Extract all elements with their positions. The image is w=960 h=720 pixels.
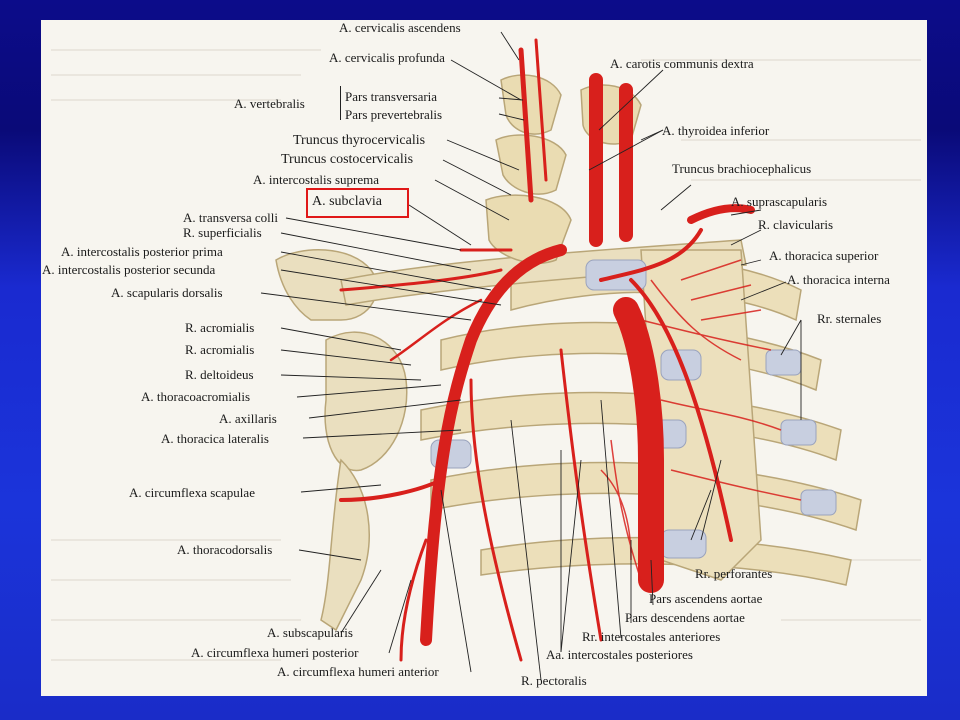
label-r-acromialis-1: R. acromialis	[185, 320, 255, 335]
label-thoracoacromialis: A. thoracoacromialis	[141, 389, 251, 404]
leader-lines	[260, 31, 802, 681]
label-thoracica-interna: A. thoracica interna	[787, 272, 890, 287]
label-cervicalis-ascendens: A. cervicalis ascendens	[339, 20, 461, 35]
label-pars-transversaria: Pars transversaria	[345, 89, 438, 104]
arteries	[339, 38, 755, 662]
small-arteries	[600, 259, 802, 581]
label-circumflexa-humeri-posterior: A. circumflexa humeri posterior	[191, 645, 359, 660]
label-vertebralis: A. vertebralis	[234, 96, 305, 111]
label-r-acromialis-2: R. acromialis	[185, 342, 255, 357]
label-aa-intercostales-posteriores: Aa. intercostales posteriores	[546, 647, 693, 662]
label-thoracodorsalis: A. thoracodorsalis	[177, 542, 273, 557]
subclavia-vessel	[420, 244, 567, 646]
label-intercostalis-posterior-secunda: A. intercostalis posterior secunda	[42, 262, 216, 277]
label-subscapularis: A. subscapularis	[267, 625, 353, 640]
label-pars-descendens-aortae: Pars descendens aortae	[625, 610, 745, 625]
label-thoracica-lateralis: A. thoracica lateralis	[161, 431, 269, 446]
label-axillaris: A. axillaris	[219, 411, 277, 426]
label-scapularis-dorsalis: A. scapularis dorsalis	[111, 285, 223, 300]
scapula-bone	[275, 249, 408, 632]
label-thoracica-superior: A. thoracica superior	[769, 248, 879, 263]
aorta-vessel	[613, 297, 664, 593]
label-r-clavicularis: R. clavicularis	[758, 217, 834, 232]
label-r-pectoralis: R. pectoralis	[521, 673, 587, 688]
label-truncus-costocervicalis: Truncus costocervicalis	[281, 152, 414, 167]
label-r-deltoideus: R. deltoideus	[185, 367, 254, 382]
label-rr-intercostales-anteriores: Rr. intercostales anteriores	[582, 629, 721, 644]
slide-panel: A. cervicalis ascendens A. cervicalis pr…	[41, 20, 927, 696]
label-truncus-brachiocephalicus: Truncus brachiocephalicus	[672, 161, 812, 176]
label-pars-ascendens-aortae: Pars ascendens aortae	[649, 591, 763, 606]
label-cervicalis-profunda: A. cervicalis profunda	[329, 50, 445, 65]
label-intercostalis-posterior-prima: A. intercostalis posterior prima	[61, 244, 223, 259]
label-transversa-colli: A. transversa colli	[183, 210, 278, 225]
label-suprascapularis: A. suprascapularis	[731, 194, 828, 209]
anatomy-illustration	[51, 31, 921, 681]
vertebralis-bracket	[340, 86, 341, 120]
label-intercostalis-suprema: A. intercostalis suprema	[253, 172, 379, 187]
label-truncus-thyrocervicalis: Truncus thyrocervicalis	[293, 133, 426, 148]
label-carotis-communis-dextra: A. carotis communis dextra	[610, 56, 754, 71]
subclavia-highlight-box	[306, 188, 409, 218]
label-pars-prevertebralis: Pars prevertebralis	[345, 107, 443, 122]
vertebra-column	[485, 74, 642, 264]
label-thyroidea-inferior: A. thyroidea inferior	[662, 123, 770, 138]
label-rr-sternales: Rr. sternales	[817, 311, 882, 326]
vertebralis-vessel	[518, 47, 534, 203]
label-r-superficialis: R. superficialis	[183, 225, 262, 240]
label-subclavia: A. subclavia	[312, 194, 382, 209]
label-circumflexa-scapulae: A. circumflexa scapulae	[129, 485, 255, 500]
thoracica-interna-vessel	[629, 278, 733, 542]
label-rr-perforantes: Rr. perforantes	[695, 566, 773, 581]
label-circumflexa-humeri-anterior: A. circumflexa humeri anterior	[277, 664, 439, 679]
